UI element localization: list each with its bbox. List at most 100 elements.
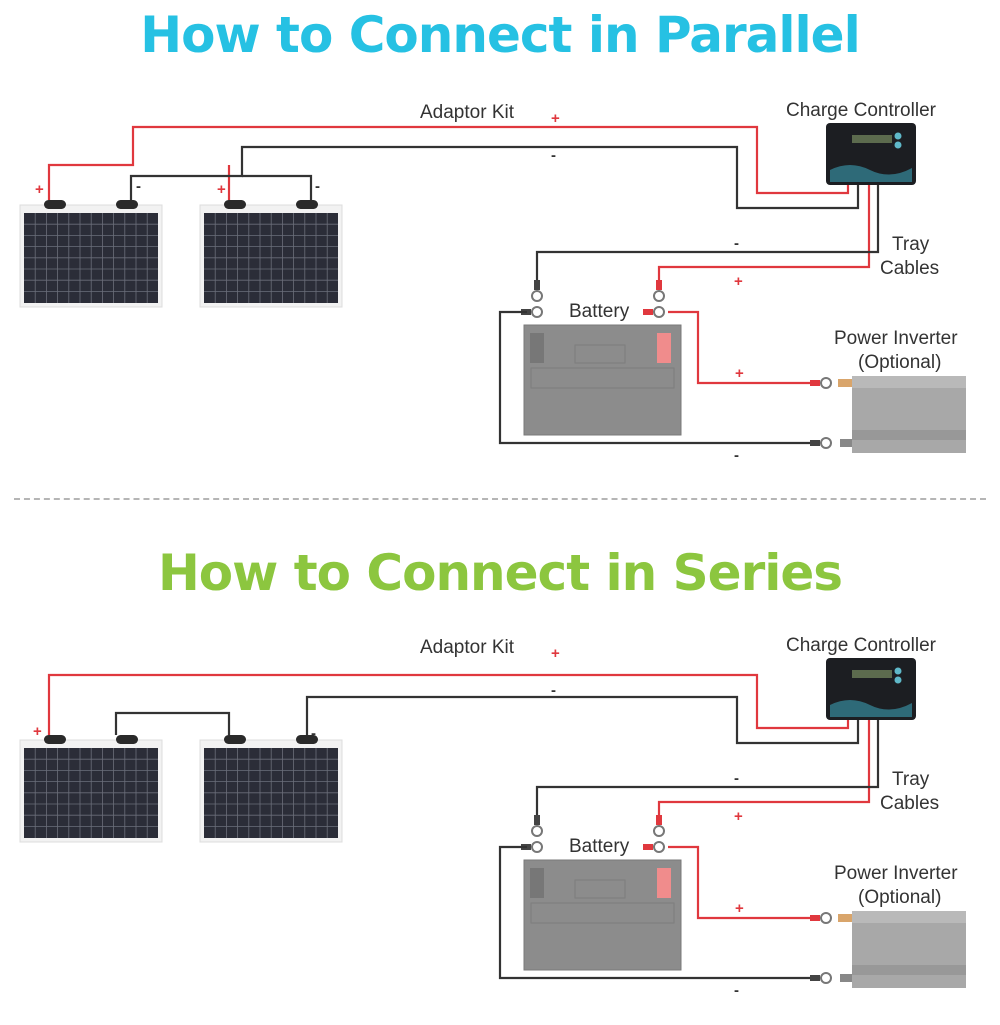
panel-positive-connector [224, 200, 246, 209]
negative-adaptor-wire [129, 145, 860, 210]
ring-terminal [531, 306, 543, 318]
inverter-ridge [852, 965, 966, 975]
battery-positive-post [657, 333, 671, 363]
negative-sign-inverter: - [734, 982, 739, 999]
terminal-crimp [534, 280, 540, 290]
inverter-body [852, 376, 966, 453]
parallel-title: How to Connect in Parallel [140, 6, 860, 64]
terminal-crimp [810, 975, 820, 981]
battery-negative-post [530, 868, 544, 898]
section-divider [14, 498, 986, 500]
negative-sign-tray: - [734, 770, 739, 787]
ring-terminal [820, 377, 832, 389]
positive-sign-inverter: + [735, 365, 744, 382]
negative-tray-cable [535, 720, 880, 821]
controller-lcd [852, 135, 892, 143]
negative-sign-adaptor: - [551, 682, 556, 699]
tray-cables-label: Cables [880, 793, 939, 814]
controller-button-icon [894, 667, 902, 675]
ring-terminal [820, 912, 832, 924]
inverter-negative-post [840, 439, 852, 447]
battery-label-area [574, 879, 626, 899]
panel-positive-connector [44, 200, 66, 209]
battery-negative-post [530, 333, 544, 363]
positive-sign-adaptor: + [551, 645, 560, 662]
battery-positive-tray-terminal [653, 815, 665, 837]
ring-terminal [653, 290, 665, 302]
solar-panel-2 [199, 735, 343, 843]
controller-button-icon [894, 141, 902, 149]
negative-sign-panel-1: - [136, 178, 141, 195]
battery-body [523, 859, 682, 971]
ring-terminal [820, 437, 832, 449]
terminal-crimp [643, 309, 653, 315]
tray-cables-label: Tray [892, 769, 930, 790]
terminal-crimp [656, 815, 662, 825]
ring-terminal [531, 290, 543, 302]
positive-sign-panel-2: + [217, 181, 226, 198]
negative-branch-wire [242, 174, 313, 200]
inverter-negative-terminal [810, 437, 832, 449]
solar-panel-2 [199, 200, 343, 308]
battery-positive-terminal [643, 841, 665, 853]
battery-negative-tray-terminal [531, 815, 543, 837]
power-inverter-label: Power Inverter [834, 328, 958, 349]
charge-controller [826, 123, 916, 185]
inverter-positive-post [838, 379, 852, 387]
power-inverter-label: Power Inverter [834, 863, 958, 884]
positive-inverter-wire [668, 845, 815, 920]
battery-band [530, 902, 675, 924]
positive-sign-adaptor: + [551, 110, 560, 127]
panel-positive-connector [44, 735, 66, 744]
negative-sign-panel-2: - [311, 725, 316, 742]
tray-cables-label: Tray [892, 234, 930, 255]
positive-inverter-wire [668, 310, 815, 385]
terminal-crimp [656, 280, 662, 290]
ring-terminal [653, 825, 665, 837]
panel-negative-connector [296, 200, 318, 209]
charge-controller-label: Charge Controller [786, 100, 937, 121]
positive-tray-cable [657, 185, 871, 286]
positive-adaptor-wire [47, 673, 850, 735]
negative-sign-adaptor: - [551, 147, 556, 164]
battery-label: Battery [569, 836, 630, 857]
positive-sign-inverter: + [735, 900, 744, 917]
ring-terminal [820, 972, 832, 984]
battery-body [523, 324, 682, 436]
panel-positive-connector [224, 735, 246, 744]
battery [523, 859, 682, 971]
panel-negative-connector [116, 735, 138, 744]
negative-inverter-wire [498, 845, 815, 980]
negative-inverter-wire [498, 310, 815, 445]
controller-button-icon [894, 676, 902, 684]
negative-sign-tray: - [734, 235, 739, 252]
adaptor-kit-label: Adaptor Kit [420, 637, 515, 658]
positive-sign-panel-1: + [33, 723, 42, 740]
battery [523, 324, 682, 436]
series-title: How to Connect in Series [157, 544, 843, 602]
ring-terminal [653, 306, 665, 318]
controller-button-icon [894, 132, 902, 140]
battery-negative-tray-terminal [531, 280, 543, 302]
positive-sign-tray: + [734, 273, 743, 290]
panel-negative-connector [296, 735, 318, 744]
controller-lcd [852, 670, 892, 678]
negative-tray-cable [535, 185, 880, 286]
negative-sign-inverter: - [734, 447, 739, 464]
controller-wave-graphic [830, 165, 912, 182]
negative-adaptor-wire [305, 695, 860, 745]
inverter-ridge [852, 376, 966, 388]
positive-adaptor-wire [47, 125, 850, 200]
positive-tray-cable [657, 720, 871, 821]
series-jumper-wire [114, 711, 231, 735]
inverter-positive-terminal [810, 377, 832, 389]
positive-sign-panel-1: + [35, 181, 44, 198]
inverter-positive-terminal [810, 912, 832, 924]
controller-wave-graphic [830, 700, 912, 717]
positive-sign-tray: + [734, 808, 743, 825]
panel-negative-connector [116, 200, 138, 209]
terminal-crimp [643, 844, 653, 850]
adaptor-kit-label: Adaptor Kit [420, 102, 515, 123]
